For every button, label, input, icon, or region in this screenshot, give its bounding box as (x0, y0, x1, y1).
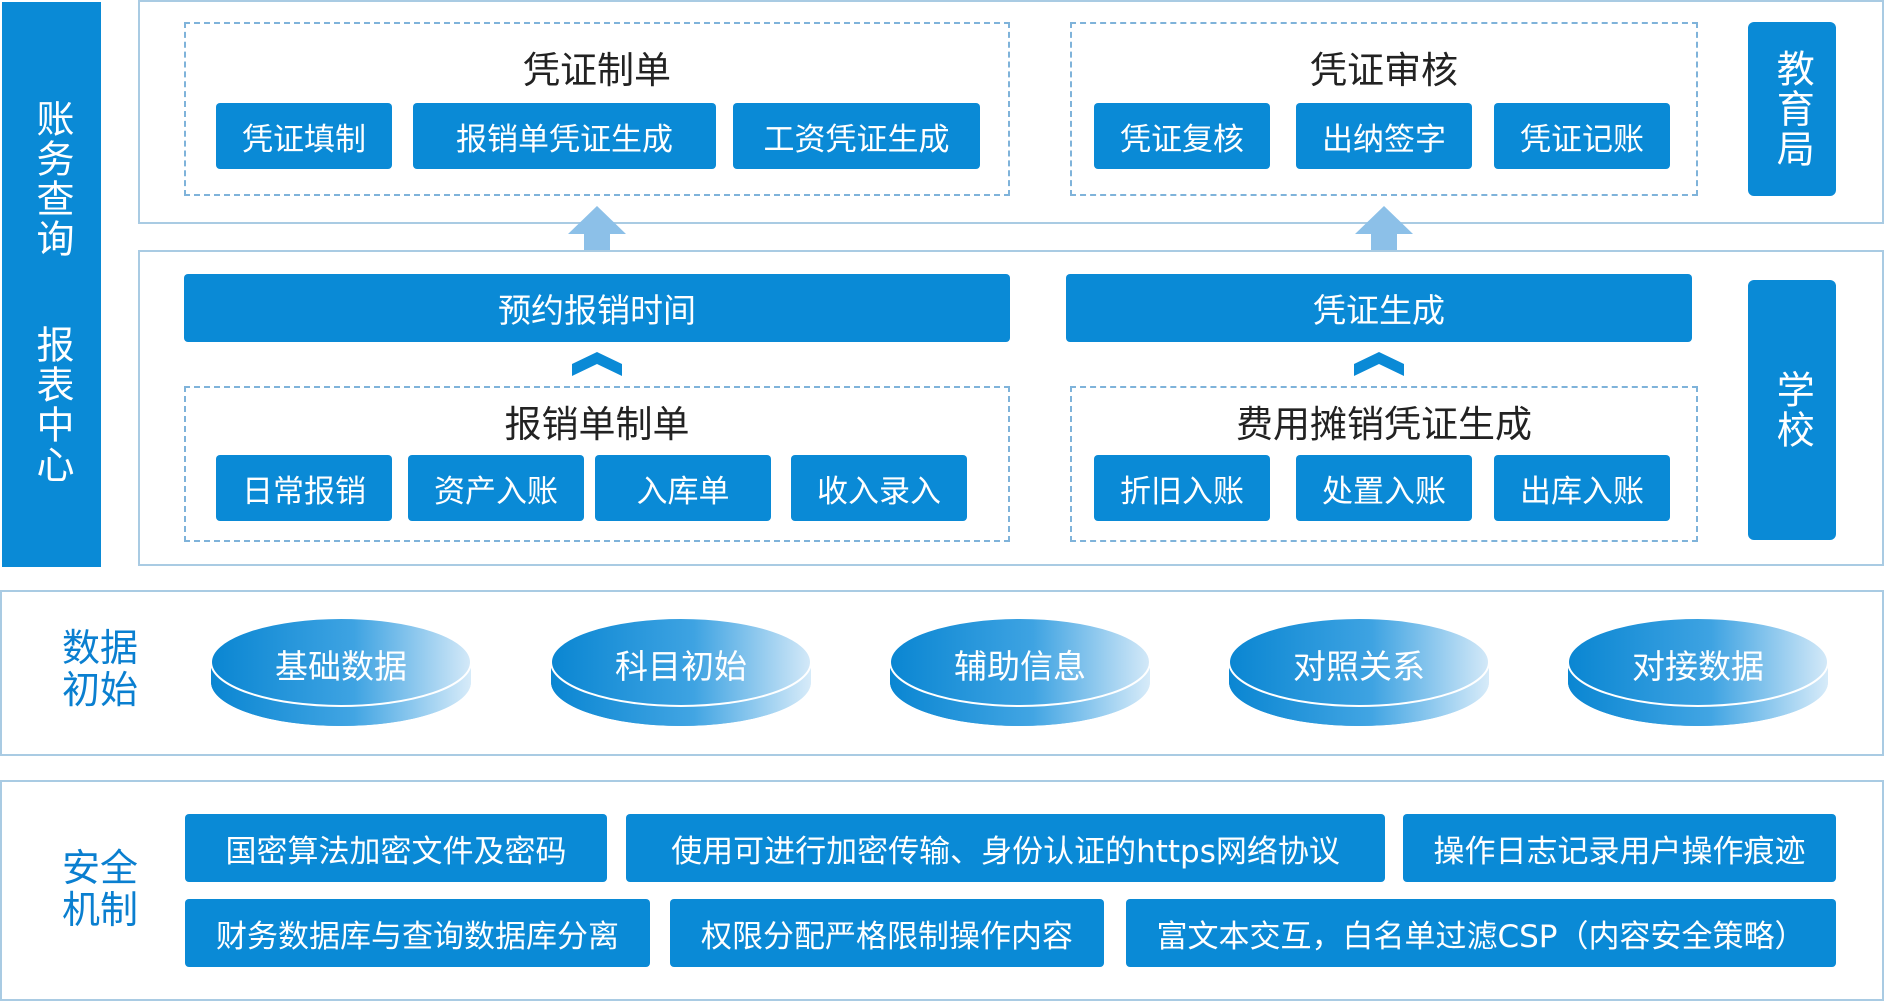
asset-entry-button[interactable]: 资产入账 (408, 455, 584, 521)
operation-log-button[interactable]: 操作日志记录用户操作痕迹 (1403, 814, 1836, 882)
voucher-making-title: 凭证制单 (523, 49, 671, 92)
chevron-up-icon (1354, 352, 1404, 376)
school-label: 学校 (1748, 280, 1836, 540)
database-disk-1[interactable]: 基础数据 (208, 610, 474, 734)
daily-reimbursement-button[interactable]: 日常报销 (216, 455, 392, 521)
salary-voucher-button[interactable]: 工资凭证生成 (733, 103, 980, 169)
database-icon (1567, 617, 1829, 726)
disk-label: 辅助信息 (954, 647, 1086, 686)
database-icon (210, 617, 472, 726)
up-arrow-icon (1355, 206, 1413, 264)
income-entry-button[interactable]: 收入录入 (791, 455, 967, 521)
rich-text-csp-button[interactable]: 富文本交互，白名单过滤CSP（内容安全策略） (1126, 899, 1836, 967)
chevron-up-icon (572, 352, 622, 376)
database-icon (550, 617, 812, 726)
reimbursement-title: 报销单制单 (504, 403, 690, 446)
voucher-generation-bar[interactable]: 凭证生成 (1066, 274, 1692, 342)
security-label: 安全机制 (61, 846, 138, 932)
database-icon (1228, 617, 1490, 726)
voucher-review-title: 凭证审核 (1310, 49, 1458, 92)
database-separation-button[interactable]: 财务数据库与查询数据库分离 (185, 899, 650, 967)
disk-label: 科目初始 (615, 647, 747, 686)
voucher-posting-button[interactable]: 凭证记账 (1494, 103, 1670, 169)
database-disk-2[interactable]: 科目初始 (548, 610, 814, 734)
amortization-group (1070, 386, 1698, 542)
voucher-review-group (1070, 22, 1698, 196)
depreciation-entry-button[interactable]: 折旧入账 (1094, 455, 1270, 521)
database-disk-3[interactable]: 辅助信息 (887, 610, 1153, 734)
permission-control-button[interactable]: 权限分配严格限制操作内容 (670, 899, 1104, 967)
crypto-encryption-button[interactable]: 国密算法加密文件及密码 (185, 814, 607, 882)
reimbursement-group (184, 386, 1010, 542)
database-icon (889, 617, 1151, 726)
disk-label: 对照关系 (1293, 647, 1425, 686)
voucher-recheck-button[interactable]: 凭证复核 (1094, 103, 1270, 169)
voucher-fill-button[interactable]: 凭证填制 (216, 103, 392, 169)
disk-label: 对接数据 (1632, 647, 1764, 686)
up-arrow-icon (568, 206, 626, 264)
disk-label: 基础数据 (275, 647, 407, 686)
report-center-label: 报表中心 (30, 325, 74, 485)
https-protocol-button[interactable]: 使用可进行加密传输、身份认证的https网络协议 (626, 814, 1385, 882)
voucher-making-group (184, 22, 1010, 196)
amortization-title: 费用摊销凭证生成 (1236, 403, 1532, 446)
outbound-entry-button[interactable]: 出库入账 (1494, 455, 1670, 521)
account-query-label: 账务查询 (30, 99, 74, 259)
data-init-label: 数据初始 (61, 626, 138, 712)
database-disk-5[interactable]: 对接数据 (1565, 610, 1831, 734)
reimbursement-voucher-button[interactable]: 报销单凭证生成 (413, 103, 716, 169)
education-bureau-label: 教育局 (1748, 22, 1836, 196)
appointment-time-bar[interactable]: 预约报销时间 (184, 274, 1010, 342)
left-sidebar: 账务查询 报表中心 (2, 2, 101, 567)
disposal-entry-button[interactable]: 处置入账 (1296, 455, 1472, 521)
cashier-sign-button[interactable]: 出纳签字 (1296, 103, 1472, 169)
database-disk-4[interactable]: 对照关系 (1226, 610, 1492, 734)
warehouse-entry-button[interactable]: 入库单 (595, 455, 771, 521)
